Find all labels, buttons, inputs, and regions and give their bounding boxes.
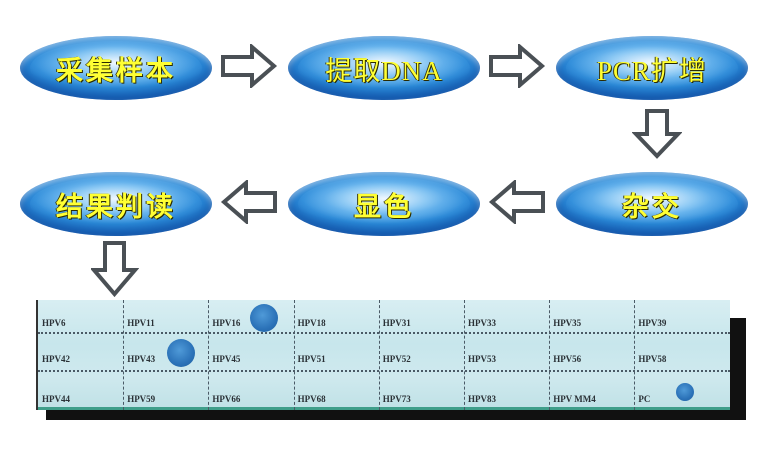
strip-probe-label: HPV11 bbox=[127, 318, 155, 328]
strip-probe-label: HPV45 bbox=[212, 354, 241, 364]
row-divider bbox=[38, 332, 730, 334]
strip-probe-label: HPV16 bbox=[212, 318, 241, 328]
strip-probe-label: HPV52 bbox=[382, 354, 411, 364]
column-divider bbox=[549, 300, 551, 410]
step-label: 显色 bbox=[354, 191, 414, 223]
strip-probe-label: HPV MM4 bbox=[553, 394, 596, 404]
column-divider bbox=[378, 300, 380, 410]
column-divider bbox=[634, 300, 636, 410]
step-hybridization: 杂交 bbox=[556, 172, 748, 236]
column-divider bbox=[464, 300, 465, 410]
step-result-interpretation: 结果判读 bbox=[20, 172, 212, 236]
strip-probe-label: HPV73 bbox=[382, 394, 411, 404]
step-label: PCR扩增 bbox=[596, 55, 708, 86]
strip-probe-label: HPV35 bbox=[553, 318, 582, 328]
strip-bottom-band bbox=[38, 407, 730, 410]
arrow-down-icon bbox=[91, 241, 139, 298]
step-collect-sample: 采集样本 bbox=[20, 36, 212, 100]
arrow-right-icon bbox=[221, 44, 278, 88]
strip-probe-label: HPV58 bbox=[638, 354, 667, 364]
column-divider bbox=[208, 300, 210, 410]
strip-probe-label: HPV83 bbox=[468, 394, 496, 404]
strip-probe-label: PC bbox=[638, 394, 651, 404]
step-label: 杂交 bbox=[622, 191, 682, 223]
strip-probe-label: HPV66 bbox=[212, 394, 241, 404]
strip-probe-label: HPV31 bbox=[382, 318, 411, 328]
strip-probe-label: HPV44 bbox=[42, 394, 70, 404]
strip-probe-label: HPV51 bbox=[297, 354, 326, 364]
arrow-left-icon bbox=[220, 180, 277, 224]
arrow-left-icon bbox=[488, 180, 545, 224]
strip-probe-label: HPV43 bbox=[127, 354, 156, 364]
step-label: 结果判读 bbox=[56, 191, 176, 223]
strip-probe-label: HPV39 bbox=[638, 318, 667, 328]
strip-probe-label: HPV68 bbox=[297, 394, 326, 404]
strip-probe-label: HPV53 bbox=[468, 354, 496, 364]
strip-probe-label: HPV18 bbox=[297, 318, 326, 328]
step-label: 采集样本 bbox=[56, 55, 176, 87]
arrow-down-icon bbox=[632, 109, 682, 159]
strip-probe-label: HPV59 bbox=[127, 394, 156, 404]
step-color-development: 显色 bbox=[288, 172, 480, 236]
step-label: 提取DNA bbox=[325, 55, 443, 86]
positive-spot bbox=[250, 304, 279, 332]
column-divider bbox=[123, 300, 125, 410]
strip-probe-label: HPV6 bbox=[42, 318, 66, 328]
step-pcr-amplification: PCR扩增 bbox=[556, 36, 748, 100]
strip-probe-label: HPV42 bbox=[42, 354, 70, 364]
column-divider bbox=[293, 300, 295, 410]
positive-spot bbox=[676, 383, 695, 401]
positive-spot bbox=[167, 339, 196, 367]
row-divider bbox=[38, 370, 730, 372]
strip-probe-label: HPV56 bbox=[553, 354, 582, 364]
arrow-right-icon bbox=[489, 44, 546, 88]
strip-probe-label: HPV33 bbox=[468, 318, 496, 328]
step-extract-dna: 提取DNA bbox=[288, 36, 480, 100]
